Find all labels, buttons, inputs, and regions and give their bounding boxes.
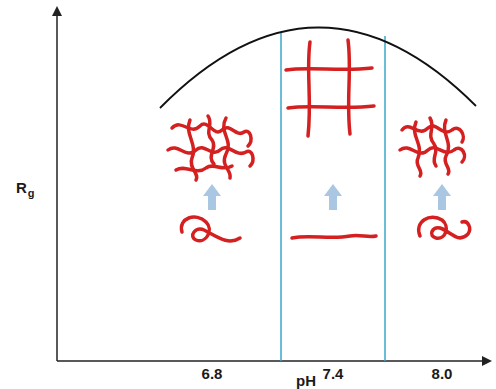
- divider-line: [384, 36, 386, 361]
- tick-label: 7.4: [323, 366, 344, 381]
- divider-line: [280, 32, 282, 361]
- rg-curve: [160, 27, 476, 108]
- axis-label: pH: [296, 373, 316, 388]
- up-arrows: [203, 184, 451, 210]
- tick-label: 8.0: [432, 366, 453, 381]
- x-axis: [57, 360, 490, 362]
- y-axis: [56, 8, 58, 361]
- polymer-chains: [168, 40, 470, 241]
- axis-label-subscript: g: [28, 188, 35, 199]
- axis-label: R: [16, 180, 27, 195]
- tick-label: 6.8: [202, 366, 223, 381]
